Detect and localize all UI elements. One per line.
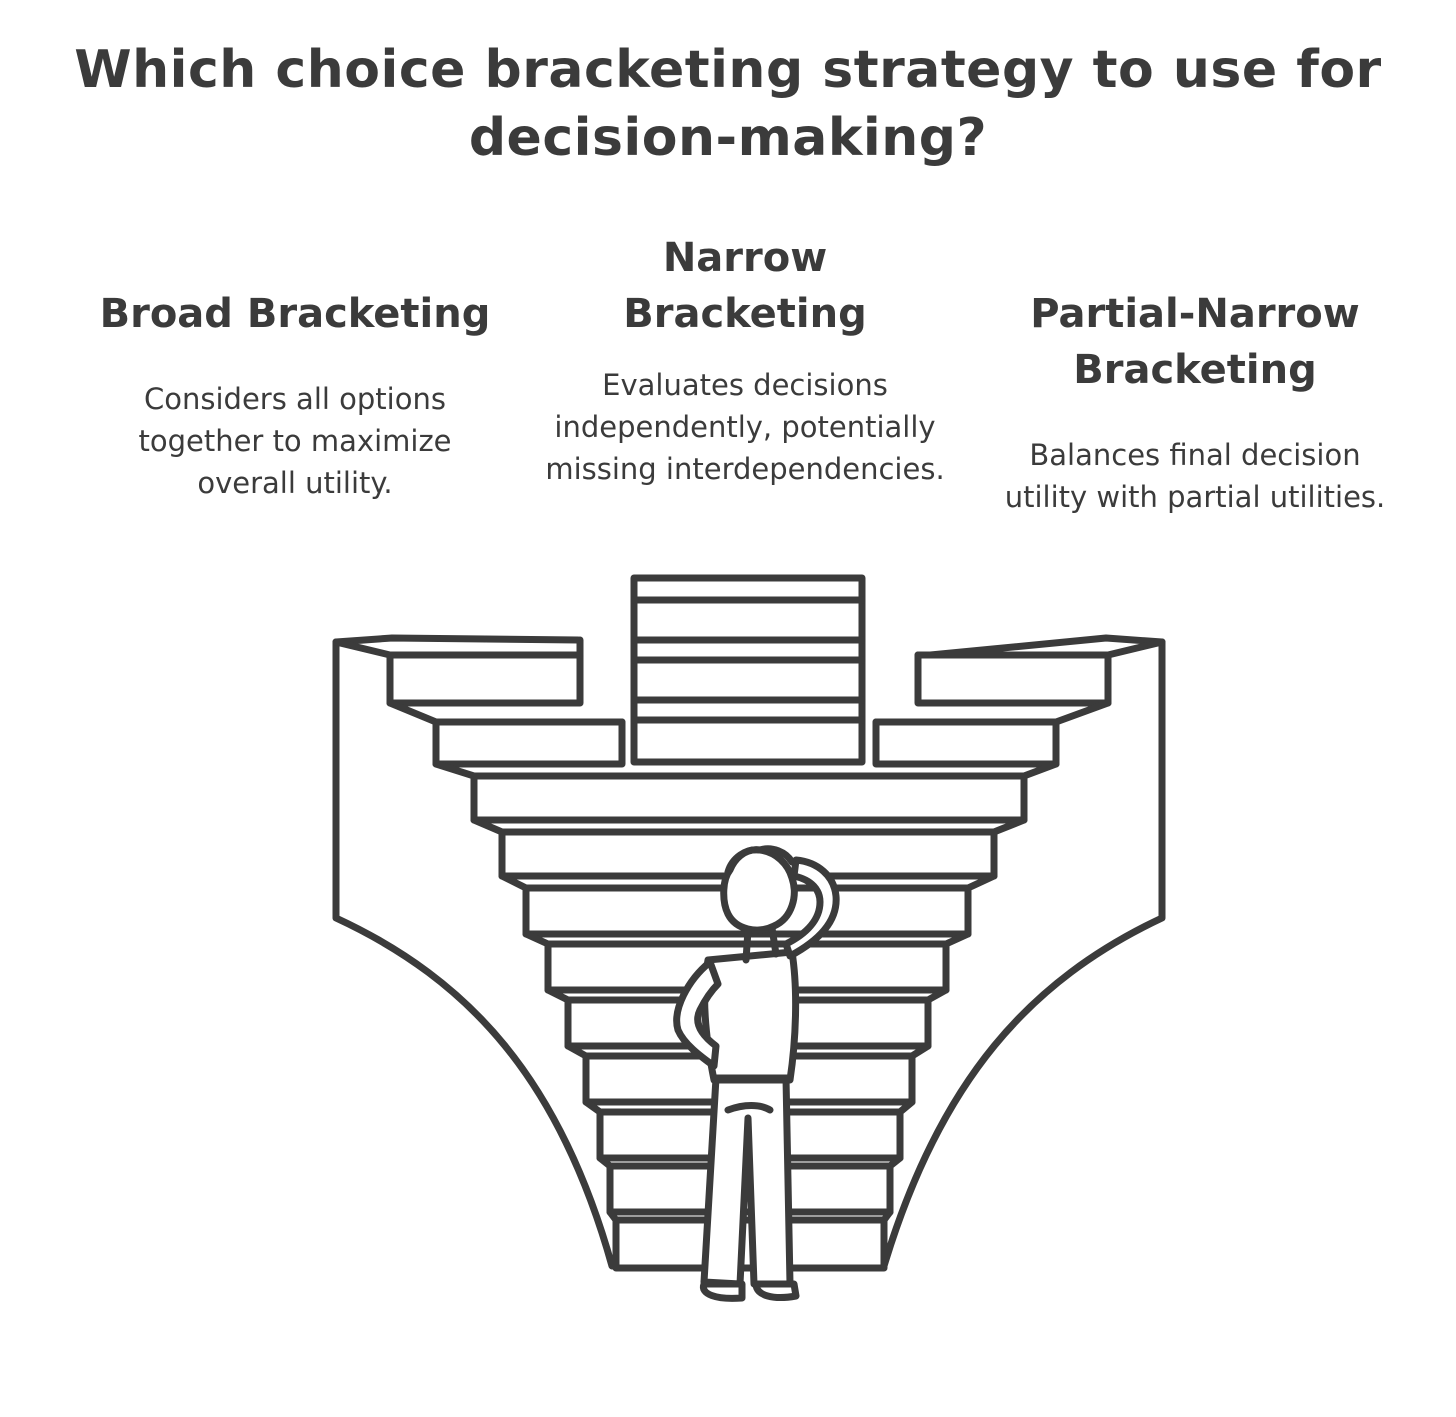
right-step-2 [872,718,1060,768]
option-description: Balances final decision utility with par… [1004,438,1386,514]
right-wall-top [916,634,1166,660]
left-step-1 [386,651,584,707]
left-step-2 [432,718,626,768]
option-narrow-bracketing: Narrow Bracketing Evaluates decisions in… [545,230,945,490]
right-step-1 [914,651,1112,707]
option-heading: Partial-Narrow Bracketing [1030,291,1360,393]
left-wall-top [332,634,582,646]
right-wall [880,638,1166,1270]
option-broad-bracketing: Broad Bracketing Considers all options t… [95,286,495,504]
person-figure [673,845,840,1302]
option-heading: Broad Bracketing [99,291,491,337]
main-step-1 [470,772,1028,824]
center-tower [630,574,866,766]
page-title: Which choice bracketing strategy to use … [74,40,1382,168]
option-heading: Narrow Bracketing [623,235,867,337]
option-description: Considers all options together to maximi… [138,382,452,500]
option-partial-narrow-bracketing: Partial-Narrow Bracketing Balances final… [985,286,1405,518]
option-description: Evaluates decisions independently, poten… [545,368,945,486]
left-wall [332,638,616,1270]
